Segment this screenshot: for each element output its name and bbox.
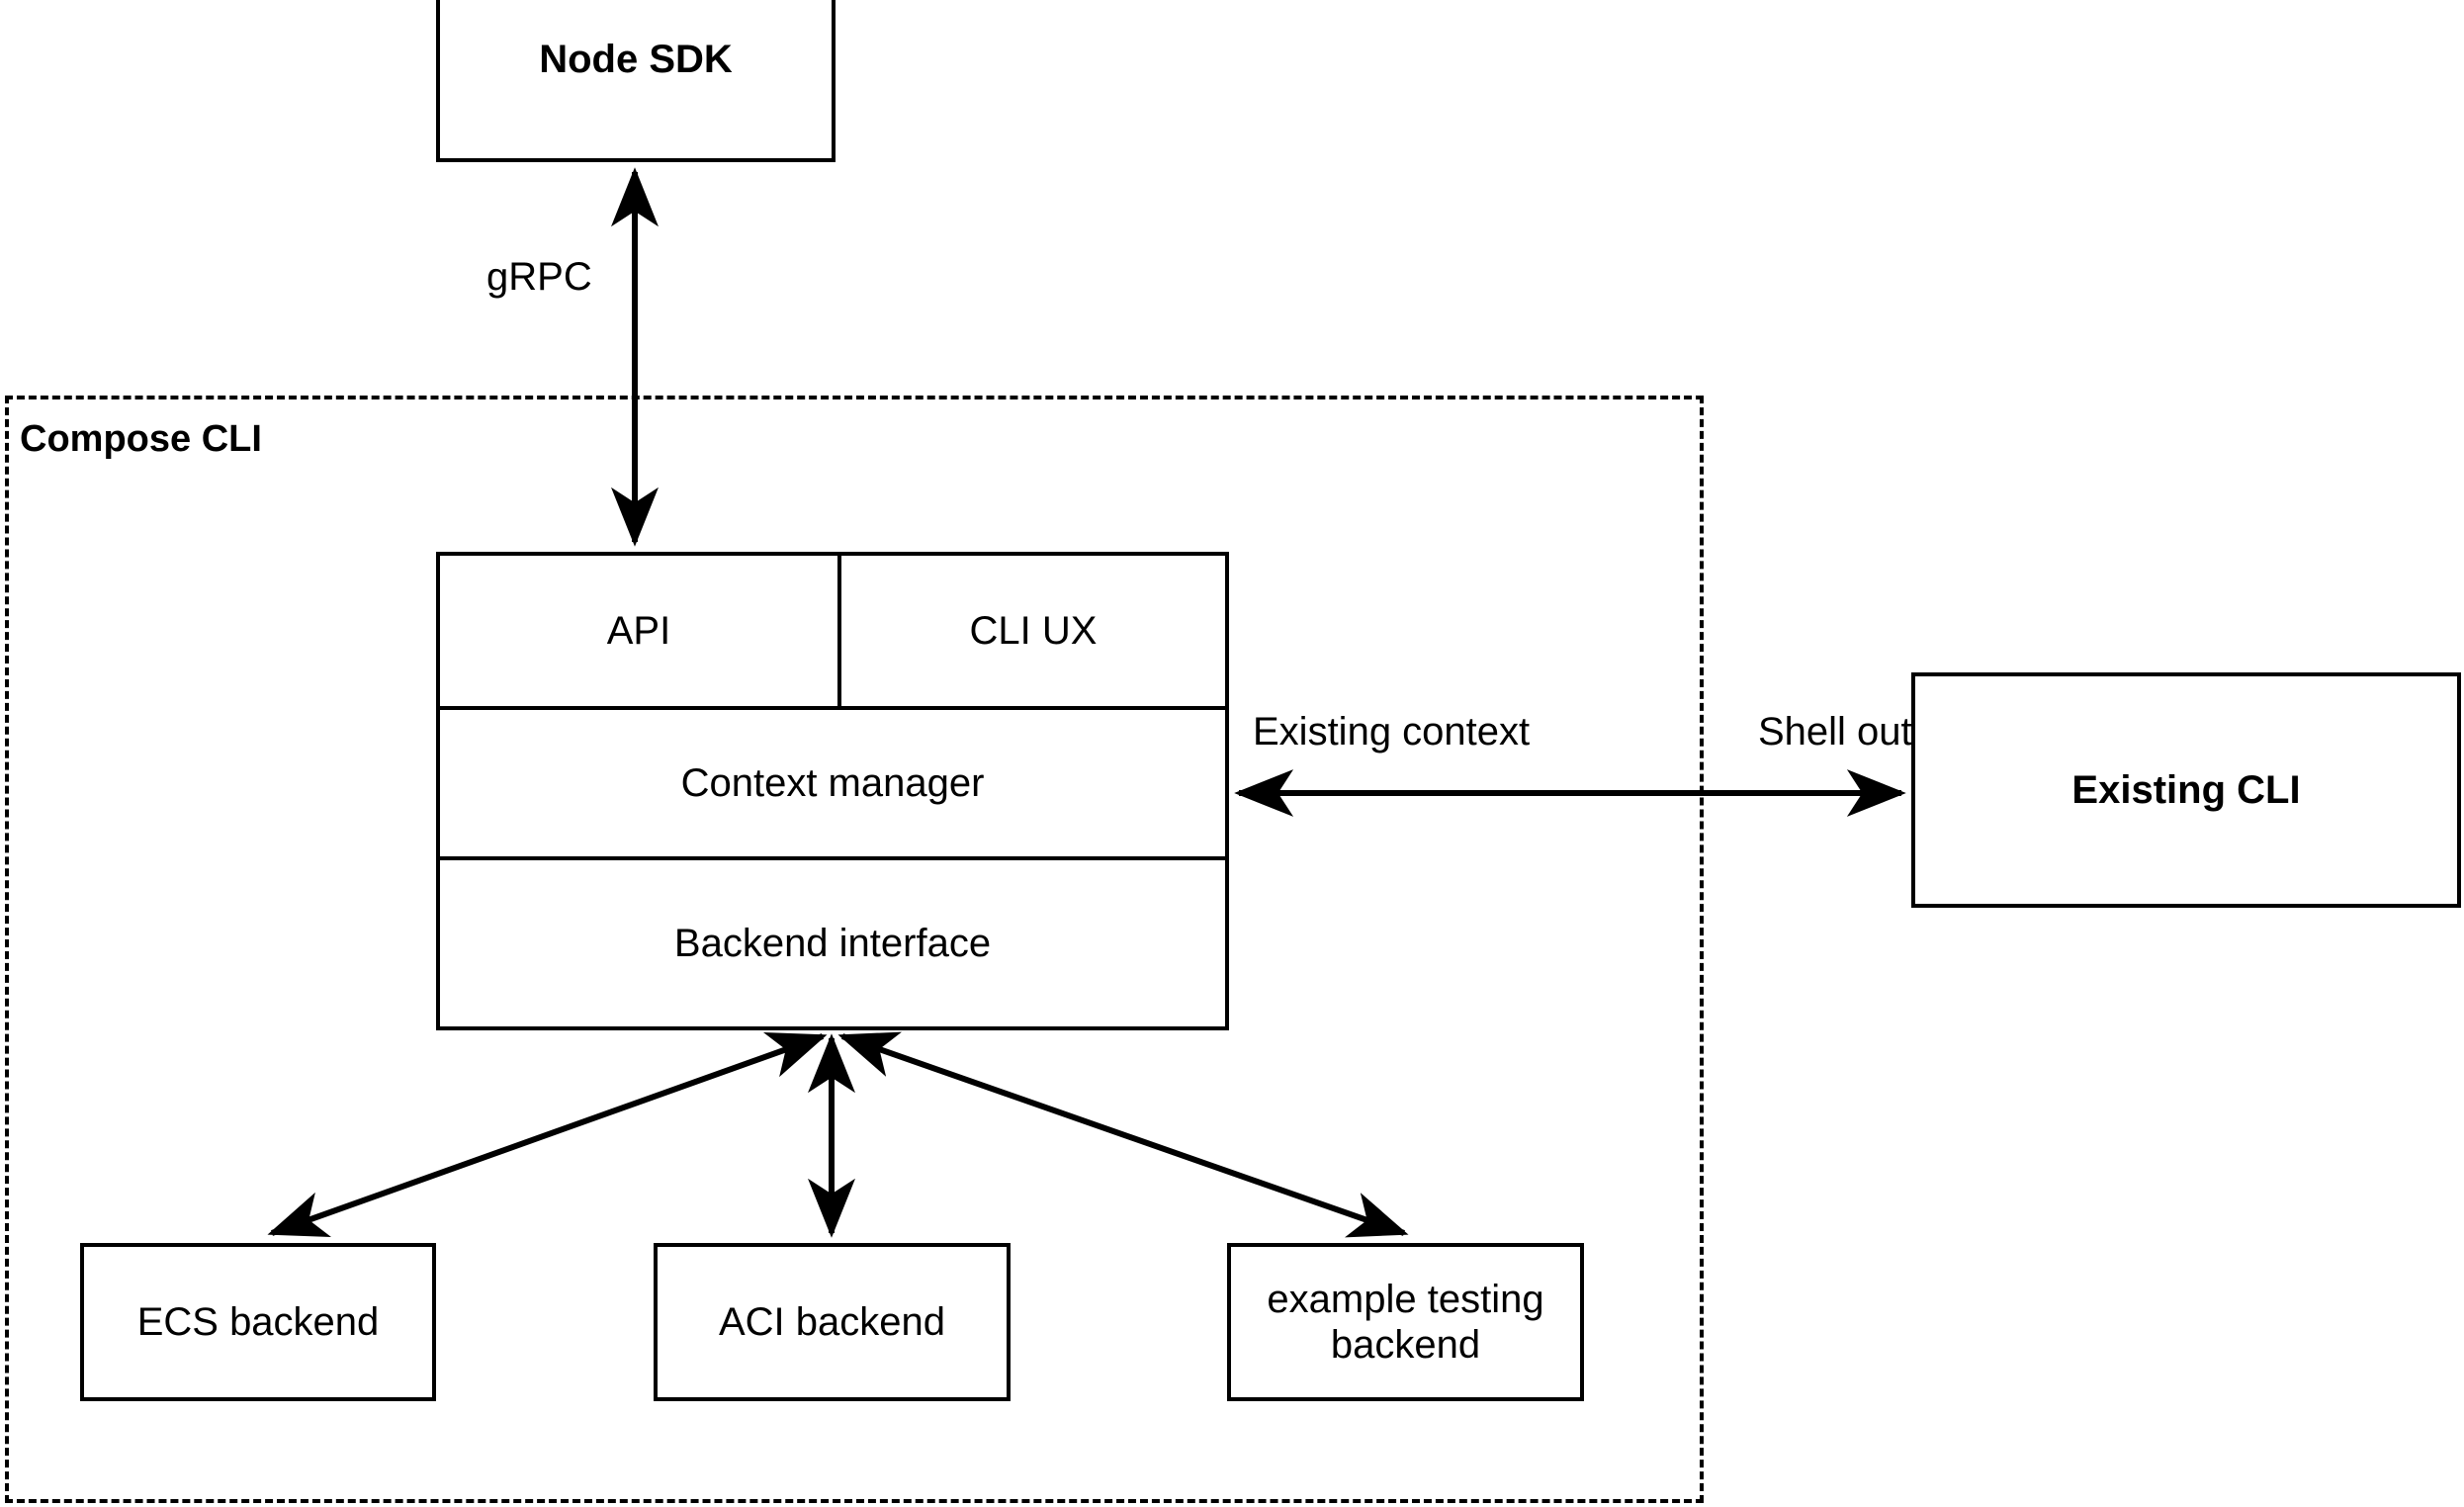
compose-cli-stack	[436, 552, 1229, 1030]
aci-backend-box[interactable]: ACI backend	[654, 1243, 1011, 1401]
api-cell[interactable]: API	[440, 556, 837, 706]
backend-interface-label: Backend interface	[673, 921, 992, 965]
compose-cli-container	[5, 396, 1704, 1503]
grpc-edge-label: gRPC	[486, 255, 592, 299]
backend-interface-cell[interactable]: Backend interface	[440, 860, 1225, 1026]
aci-backend-label: ACI backend	[718, 1300, 946, 1344]
stack-divider-context-backend	[436, 856, 1229, 860]
example-testing-backend-label-line1: example testing	[1267, 1278, 1544, 1321]
stack-divider-api-context	[436, 706, 1229, 710]
existing-context-edge-label: Existing context	[1253, 710, 1531, 754]
context-manager-label: Context manager	[680, 760, 985, 805]
context-manager-cell[interactable]: Context manager	[440, 710, 1225, 856]
ecs-backend-box[interactable]: ECS backend	[80, 1243, 436, 1401]
node-sdk-label: Node SDK	[539, 38, 733, 81]
compose-cli-label: Compose CLI	[20, 418, 262, 460]
api-label: API	[606, 608, 671, 653]
cli-ux-label: CLI UX	[969, 608, 1098, 653]
example-testing-backend-label-line2: backend	[1330, 1323, 1481, 1367]
stack-divider-api-cliux	[837, 552, 841, 710]
example-testing-backend-box[interactable]: example testing backend	[1227, 1243, 1584, 1401]
node-sdk-box[interactable]: Node SDK	[436, 0, 836, 162]
shell-out-edge-label: Shell out	[1758, 710, 1912, 754]
existing-cli-label: Existing CLI	[2071, 768, 2301, 812]
ecs-backend-label: ECS backend	[136, 1300, 380, 1344]
existing-cli-box[interactable]: Existing CLI	[1911, 672, 2461, 908]
cli-ux-cell[interactable]: CLI UX	[841, 556, 1225, 706]
